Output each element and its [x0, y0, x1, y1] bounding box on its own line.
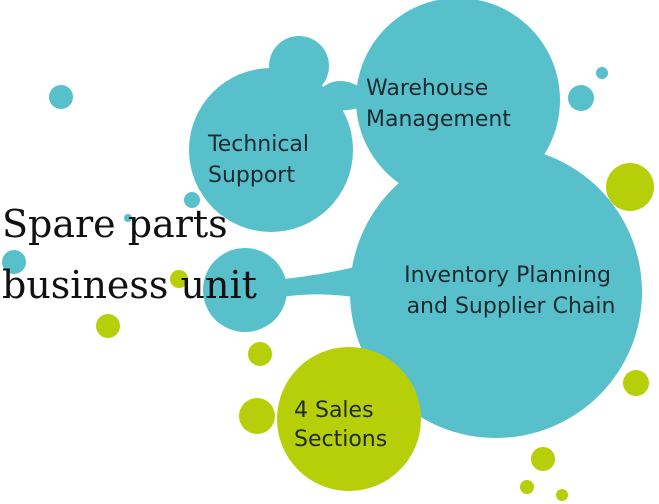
dot-lime-5 [248, 342, 272, 366]
label-warehouse: Warehouse Management [366, 76, 511, 132]
dot-teal-5 [2, 250, 26, 274]
label-technical-line1: Technical [207, 132, 309, 157]
dot-lime-4 [96, 314, 120, 338]
label-sales-line1: 4 Sales [294, 398, 374, 423]
dot-teal-4 [184, 192, 200, 208]
bubble-sales [277, 347, 421, 491]
dot-lime-8 [520, 480, 534, 494]
diagram-title: Spare parts business unit [2, 202, 257, 307]
bubble-small-top [269, 36, 329, 96]
bubble-inventory [350, 146, 642, 438]
dot-teal-6 [124, 214, 132, 222]
dot-teal-2 [568, 85, 594, 111]
title-line1: Spare parts [2, 202, 228, 246]
label-sales-line2: Sections [294, 427, 387, 452]
dot-lime-7 [531, 447, 555, 471]
dot-lime-2 [623, 370, 649, 396]
dot-teal-3 [596, 67, 608, 79]
label-technical-line2: Support [208, 163, 295, 188]
label-inventory-line2: and Supplier Chain [407, 294, 616, 319]
dot-teal-1 [49, 85, 73, 109]
dot-lime-9 [556, 489, 568, 501]
label-warehouse-line2: Management [366, 107, 511, 132]
title-line2: business unit [2, 263, 257, 307]
dot-lime-6 [239, 398, 275, 434]
bubble-technical [189, 68, 353, 232]
dot-lime-3 [170, 270, 188, 288]
label-inventory: Inventory Planning and Supplier Chain [404, 263, 618, 319]
connector-left-inventory [276, 262, 372, 300]
lime-bubbles [96, 163, 654, 501]
label-warehouse-line1: Warehouse [366, 76, 488, 101]
teal-bubbles [2, 0, 642, 438]
label-technical: Technical Support [207, 132, 316, 188]
dot-lime-1 [606, 163, 654, 211]
label-sales: 4 Sales Sections [294, 398, 387, 452]
bubble-connector-left [203, 248, 287, 332]
label-inventory-line1: Inventory Planning [404, 263, 611, 288]
